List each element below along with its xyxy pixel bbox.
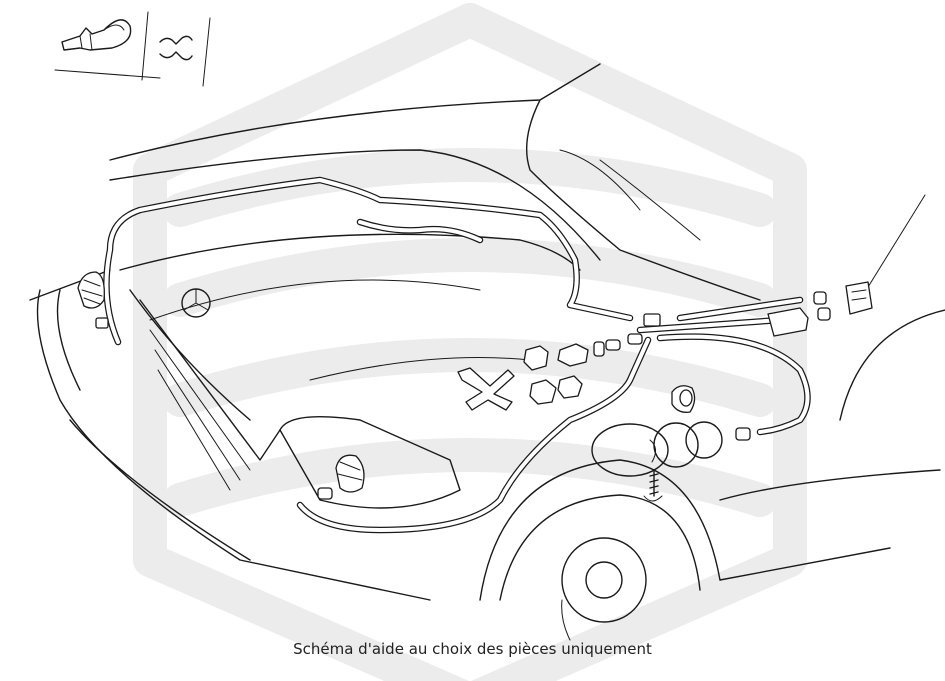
diagram-caption: Schéma d'aide au choix des pièces unique…	[293, 640, 652, 658]
y-connector	[457, 367, 515, 411]
headlight-washer-nozzle-right	[317, 454, 365, 500]
check-valve-1	[523, 341, 605, 371]
watermark-logo	[133, 3, 807, 681]
check-valve-2	[529, 375, 583, 405]
parts	[77, 271, 873, 502]
clip-inset	[54, 11, 211, 87]
reservoir-grommet	[671, 385, 696, 413]
headlight-washer-nozzle-left	[77, 271, 109, 329]
car-body	[29, 63, 945, 641]
reservoir-cap-parts	[591, 421, 723, 477]
hose-connectors	[605, 291, 831, 441]
washer-pump	[767, 281, 873, 337]
washer-hose	[103, 176, 811, 534]
screw	[643, 469, 663, 502]
